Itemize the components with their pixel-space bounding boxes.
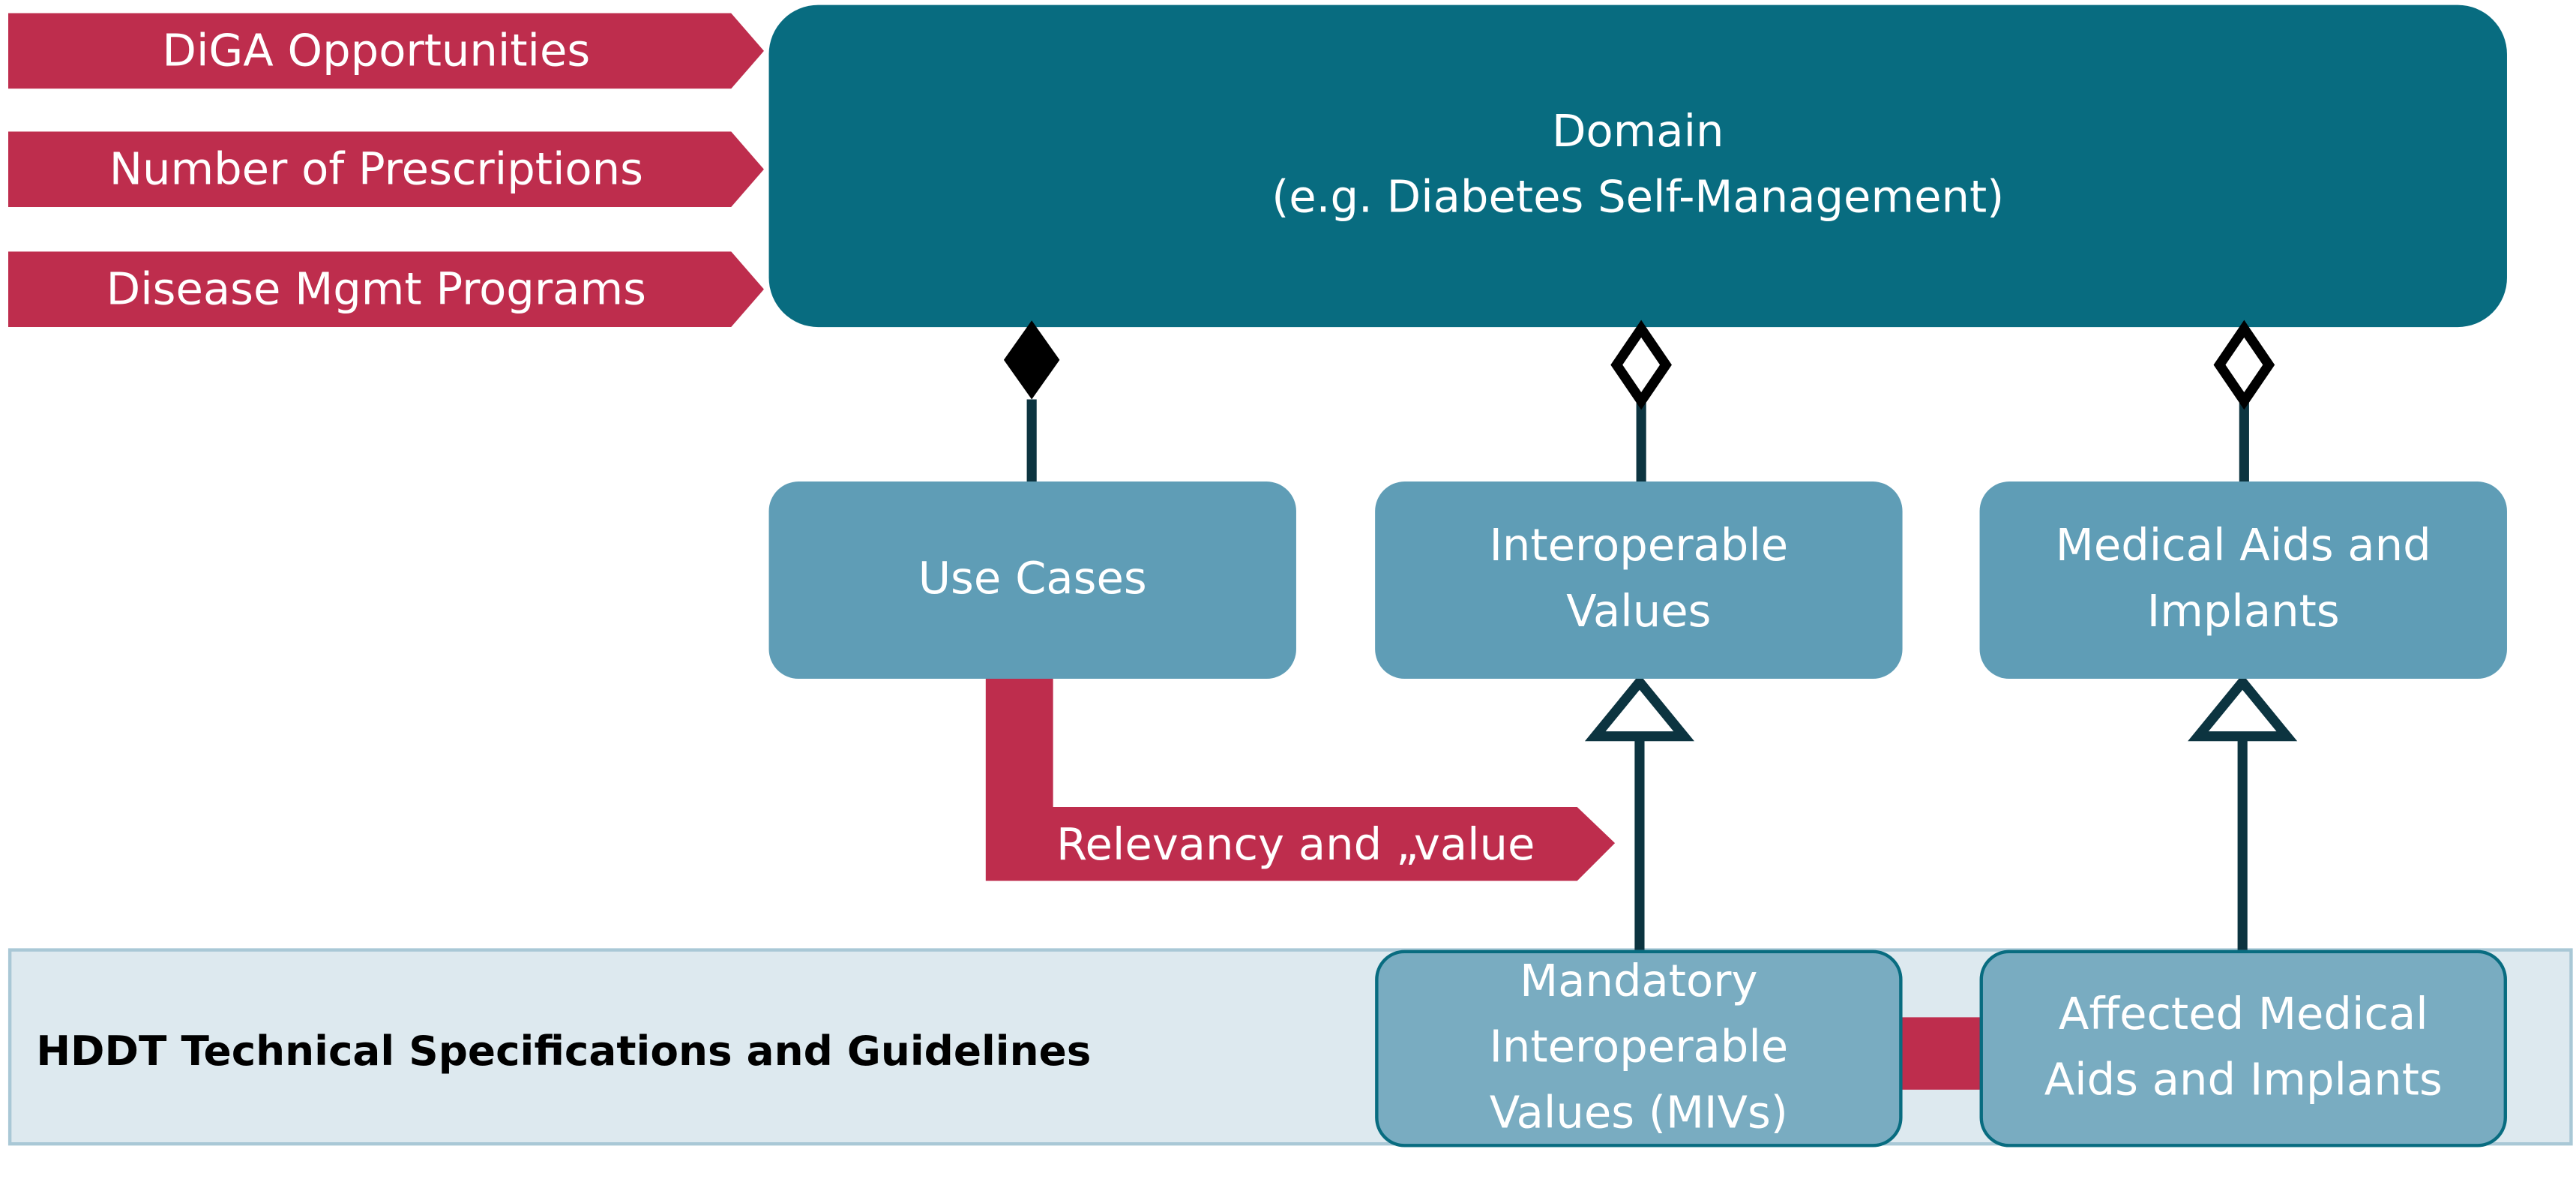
aggregation-diamond-aids: [2213, 320, 2275, 410]
aggregation-diamond-values: [1610, 320, 1672, 410]
use-cases-box: Use Cases: [768, 482, 1296, 680]
domain-box: Domain (e.g. Diabetes Self-Management): [768, 4, 2507, 328]
composition-diamond: [1003, 320, 1060, 400]
relevancy-label: Relevancy and „value: [1056, 819, 1535, 871]
interoperable-values-box: Interoperable Values: [1375, 482, 1903, 680]
band-title: HDDT Technical Specifications and Guidel…: [36, 1026, 1092, 1075]
affected-aids-box: Affected Medical Aids and Implants: [1979, 950, 2507, 1148]
generalization-triangle-values: [1584, 674, 1694, 742]
relevancy-arrow: [985, 676, 1616, 881]
medical-aids-box: Medical Aids and Implants: [1979, 482, 2507, 680]
domain-title: Domain: [1551, 106, 1724, 158]
driver-disease-mgmt-programs: Disease Mgmt Programs: [7, 251, 764, 328]
domain-example: (e.g. Diabetes Self-Management): [1272, 172, 2005, 224]
mivs-box: Mandatory Interoperable Values (MIVs): [1375, 950, 1903, 1148]
driver-diga-opportunities: DiGA Opportunities: [7, 13, 764, 89]
driver-number-of-prescriptions: Number of Prescriptions: [7, 131, 764, 208]
generalization-triangle-aids: [2188, 674, 2298, 742]
